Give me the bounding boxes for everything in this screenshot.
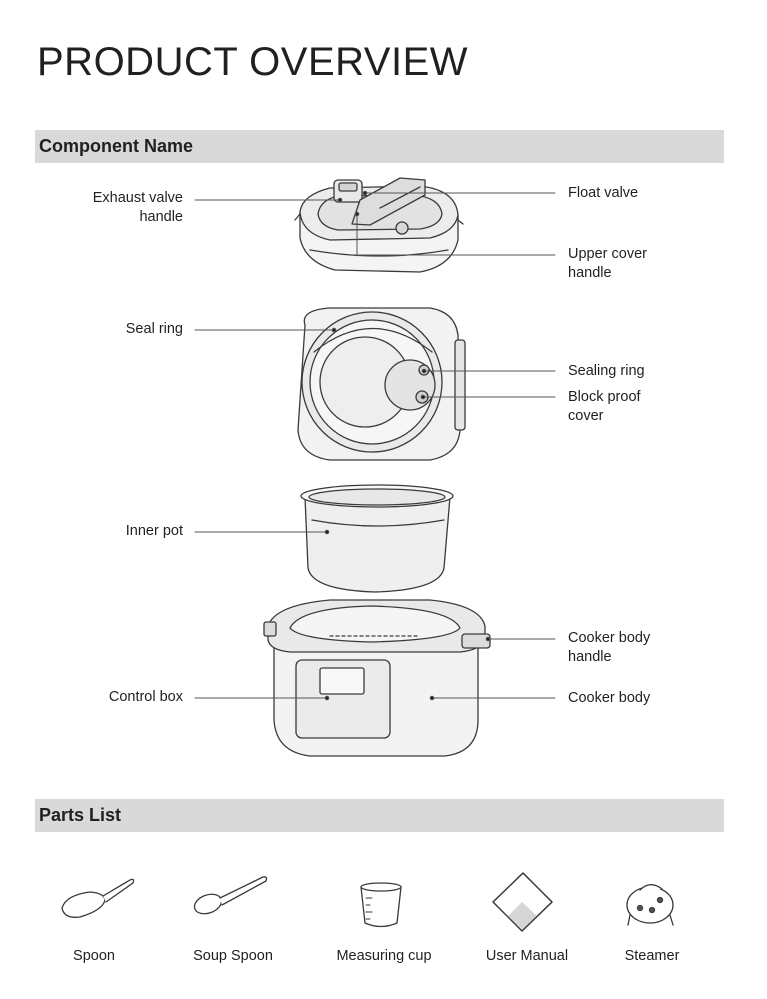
measuring-cup-icon xyxy=(360,882,402,928)
part-label-user-manual: User Manual xyxy=(485,948,569,964)
callout-block-proof-cover: Block proof cover xyxy=(568,389,641,424)
callout-control-box: Control box xyxy=(108,689,183,705)
callout-exhaust-valve-handle: Exhaust valve handle xyxy=(92,190,183,225)
callout-upper-cover-handle: Upper cover handle xyxy=(568,246,647,281)
callout-sealing-ring: Sealing ring xyxy=(568,363,645,379)
callout-inner-pot: Inner pot xyxy=(125,523,183,539)
user-manual-icon xyxy=(492,872,553,932)
part-label-steamer: Steamer xyxy=(624,948,680,964)
leader-lines xyxy=(194,190,556,701)
callout-cooker-body-handle: Cooker body handle xyxy=(568,630,651,665)
callout-float-valve: Float valve xyxy=(568,185,639,201)
inner-pot-illustration xyxy=(300,484,454,593)
cooker-body-illustration xyxy=(263,599,491,757)
upper-cover-illustration xyxy=(294,177,464,273)
page-title: PRODUCT OVERVIEW xyxy=(37,40,469,84)
spoon-icon xyxy=(61,878,135,918)
part-label-spoon: Spoon xyxy=(73,948,115,964)
parts-list-heading: Parts List xyxy=(35,799,724,832)
part-label-soup-spoon: Soup Spoon xyxy=(193,948,273,964)
part-label-measuring-cup: Measuring cup xyxy=(336,948,432,964)
soup-spoon-icon xyxy=(193,876,268,915)
component-name-heading: Component Name xyxy=(35,130,724,163)
seal-ring-illustration xyxy=(297,307,466,461)
callout-cooker-body: Cooker body xyxy=(568,690,651,706)
steamer-icon xyxy=(626,884,674,926)
callout-seal-ring: Seal ring xyxy=(125,321,183,337)
